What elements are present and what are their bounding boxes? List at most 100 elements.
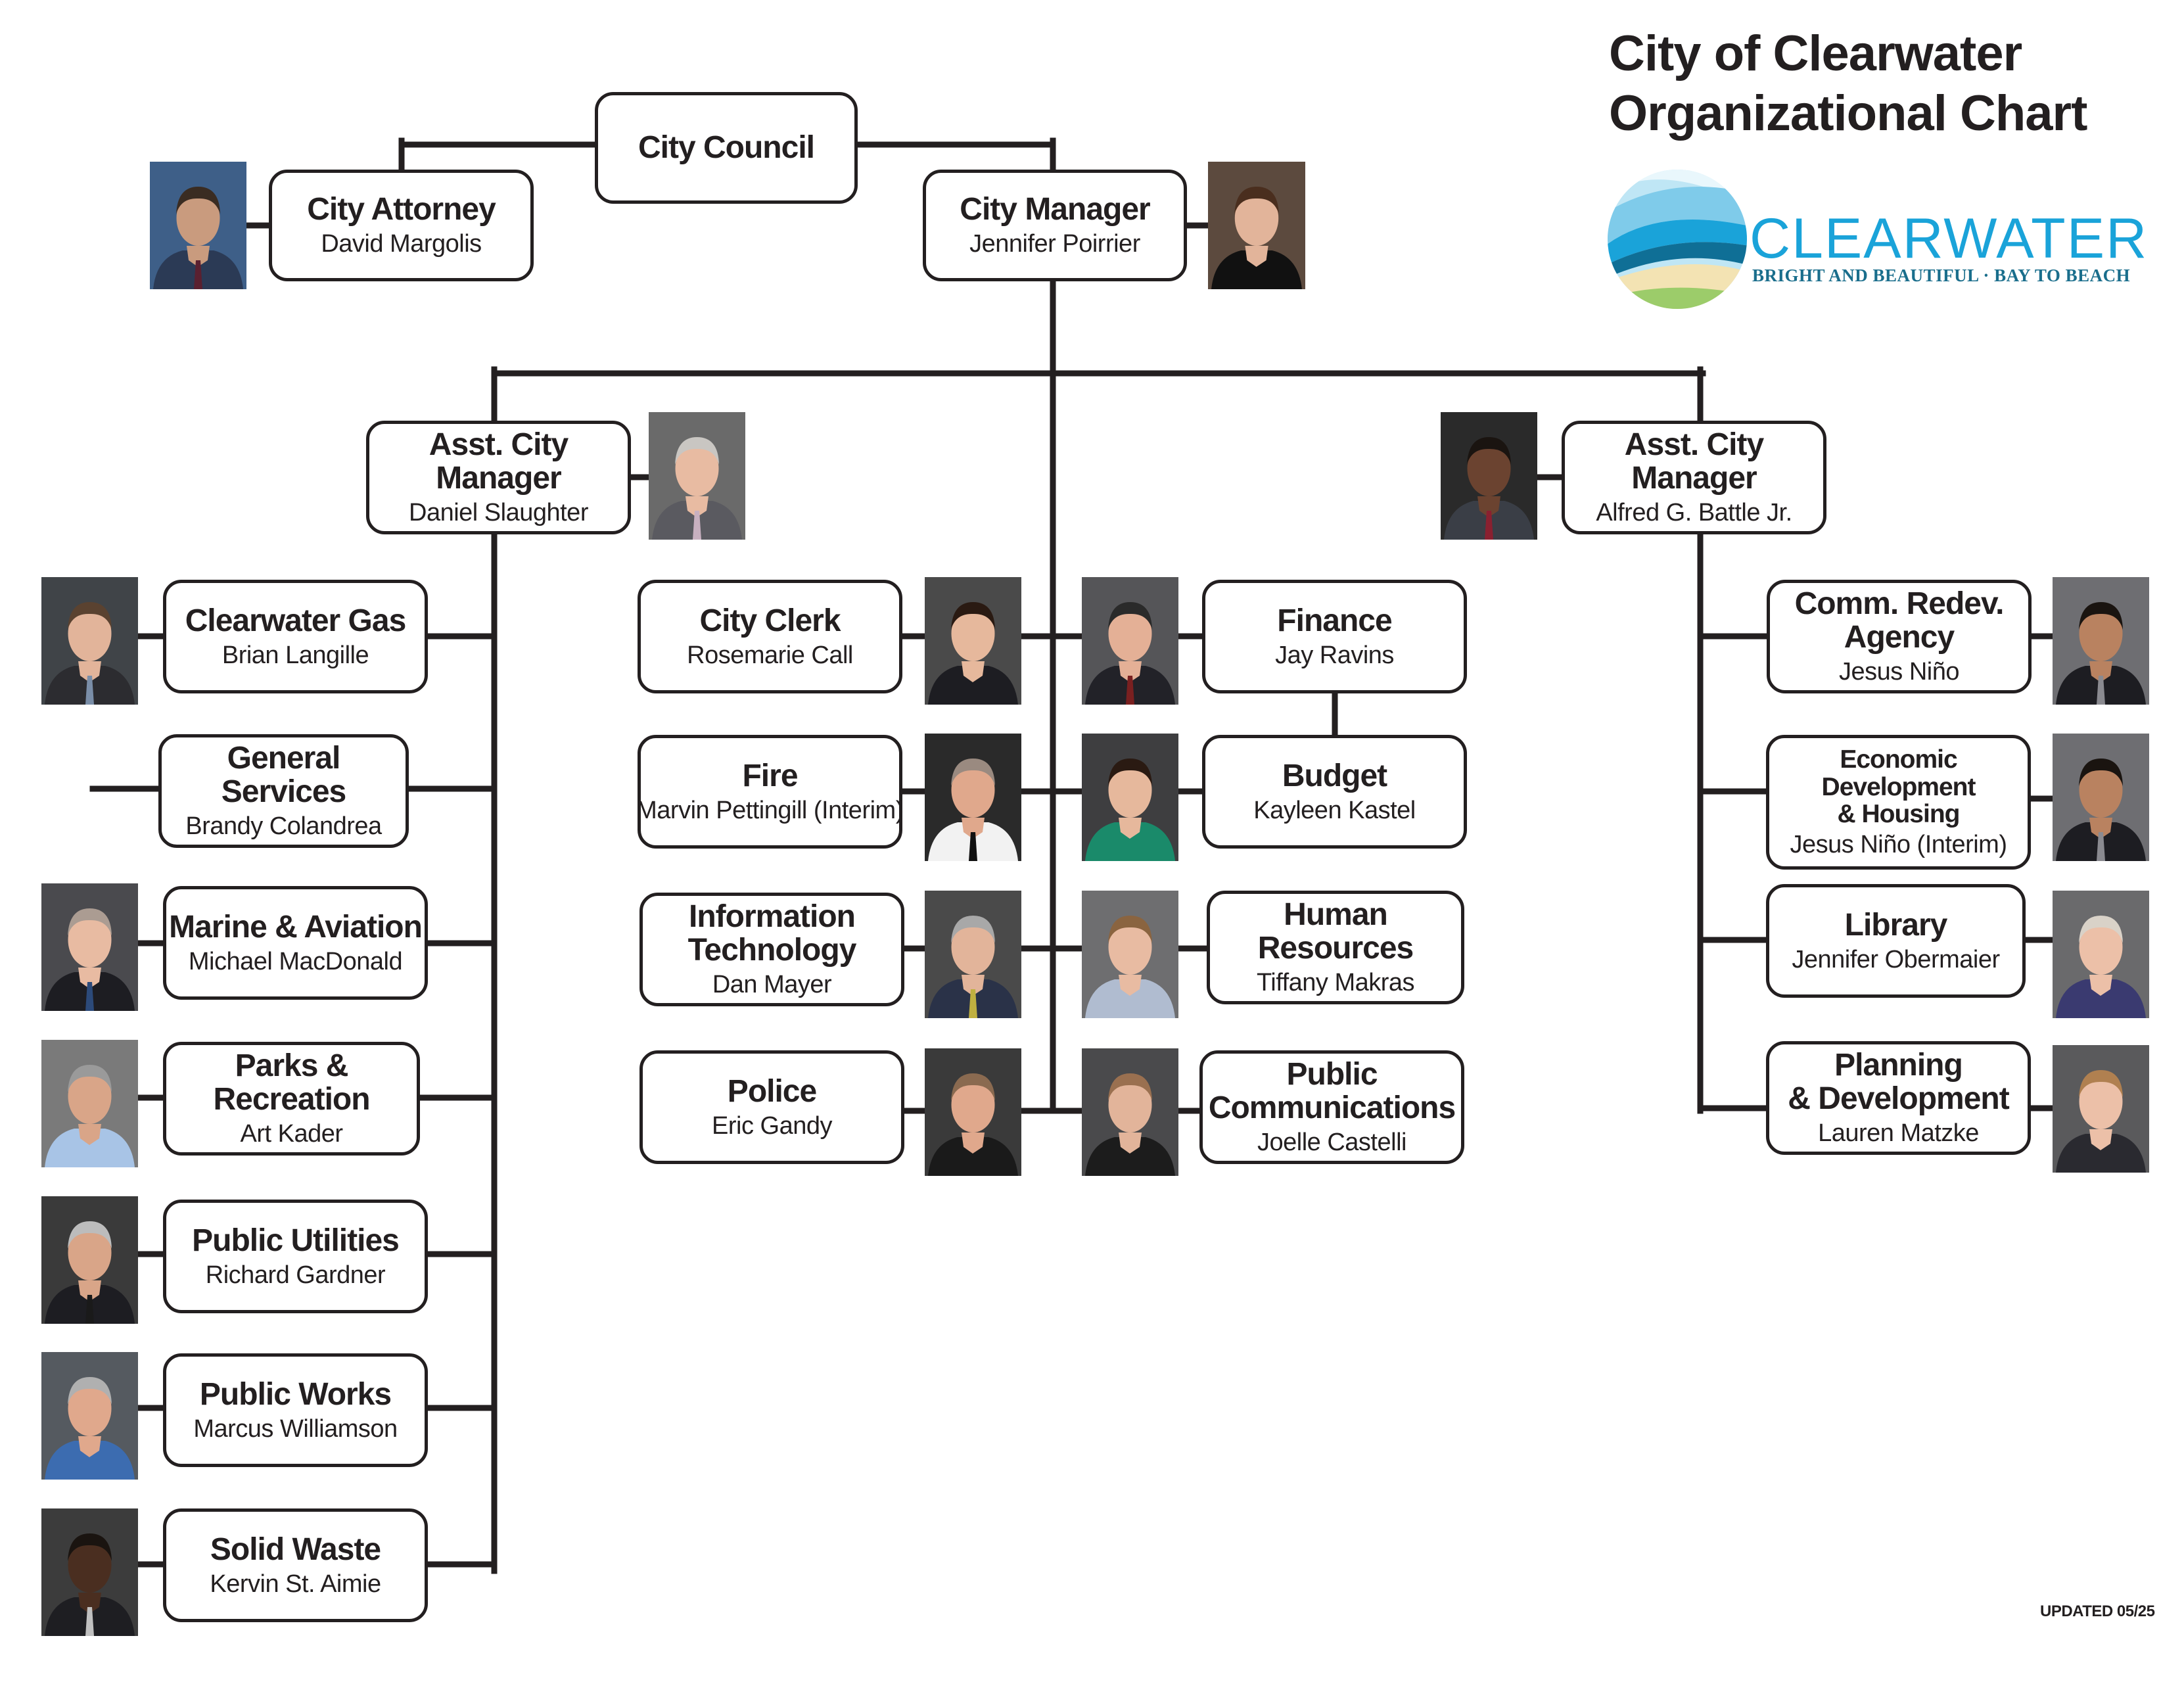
person-name: Tiffany Makras [1256,969,1415,997]
department-title: Finance [1277,603,1392,638]
department-title: Public Works [199,1376,392,1412]
person-name: Marvin Pettingill (Interim) [636,796,904,824]
person-name: Jesus Niño (Interim) [1790,831,2007,859]
headshot-photo-clerk [925,577,1021,705]
person-name: Dan Mayer [712,971,832,999]
updated-date: UPDATED 05/25 [2040,1602,2155,1620]
department-title: Marine & Aviation [169,909,423,945]
person-name: Jennifer Obermaier [1792,945,2000,973]
person-name: Jennifer Poirrier [969,230,1140,258]
headshot-photo-waste [41,1508,138,1636]
headshot-photo-it [925,891,1021,1018]
person-name: Joelle Castelli [1257,1129,1406,1157]
department-title: General Services [221,741,347,810]
person-name: David Margolis [321,230,482,258]
org-box-city-council: City Council [595,92,858,204]
headshot-photo-attorney [150,162,246,289]
department-title: Economic Development & Housing [1821,745,1976,829]
department-title: Police [727,1073,817,1109]
department-title: City Attorney [307,192,496,227]
department-title: Budget [1282,758,1387,793]
headshot-photo-cra [2053,577,2149,705]
headshot-photo-hr [1082,891,1178,1018]
headshot-photo-fire [925,734,1021,861]
headshot-photo-acm-left [649,412,745,540]
department-title: Asst. City Manager [429,427,569,496]
person-name: Daniel Slaughter [409,499,588,527]
person-name: Eric Gandy [712,1111,832,1140]
department-title: Fire [742,758,798,793]
headshot-photo-gas [41,577,138,705]
person-name: Brandy Colandrea [185,812,382,841]
person-name: Richard Gardner [205,1261,386,1289]
department-title: Asst. City Manager [1624,427,1764,496]
department-title: Parks & Recreation [213,1048,370,1117]
department-title: Solid Waste [210,1531,381,1567]
department-title: City Council [638,129,815,165]
person-name: Brian Langille [221,641,369,669]
department-title: Public Communications [1208,1057,1456,1126]
headshot-photo-econ [2053,734,2149,861]
headshot-photo-acm-right [1441,412,1537,540]
logo-wave-icon [1608,170,1747,309]
person-name: Rosemarie Call [687,641,853,669]
department-title: Public Utilities [192,1223,400,1258]
logo-tagline: BRIGHT AND BEAUTIFUL · BAY TO BEACH [1752,266,2131,285]
headshot-photo-library [2053,891,2149,1018]
headshot-photo-comms [1082,1048,1178,1176]
department-title: Clearwater Gas [185,603,407,638]
department-title: City Clerk [699,603,841,638]
department-title: City Manager [960,192,1150,227]
department-title: Information Technology [687,899,857,968]
person-name: Alfred G. Battle Jr. [1596,499,1792,527]
person-name: Kayleen Kastel [1253,796,1416,824]
department-title: Comm. Redev. Agency [1794,586,2005,655]
headshot-photo-police [925,1048,1021,1176]
headshot-photo-budget [1082,734,1178,861]
headshot-photo-marine [41,883,138,1011]
department-title: Human Resources [1257,897,1414,966]
department-title: Planning & Development [1788,1048,2009,1117]
headshot-photo-planning [2053,1045,2149,1173]
headshot-photo-utilities [41,1196,138,1324]
person-name: Art Kader [240,1120,343,1148]
headshot-photo-works [41,1352,138,1480]
chart-title: City of Clearwater Organizational Chart [1609,26,2087,142]
person-name: Kervin St. Aimie [210,1570,381,1598]
department-title: Library [1844,907,1948,943]
person-name: Marcus Williamson [193,1414,398,1443]
headshot-photo-parks [41,1040,138,1167]
headshot-photo-finance [1082,577,1178,705]
logo-wordmark: CLEARWATER [1750,207,2149,270]
clearwater-logo: CLEARWATER BRIGHT AND BEAUTIFUL · BAY TO… [1605,167,2147,312]
person-name: Jay Ravins [1275,641,1394,669]
person-name: Michael MacDonald [188,947,403,975]
headshot-photo-manager [1208,162,1305,289]
person-name: Jesus Niño [1839,658,1959,686]
person-name: Lauren Matzke [1818,1119,1979,1148]
